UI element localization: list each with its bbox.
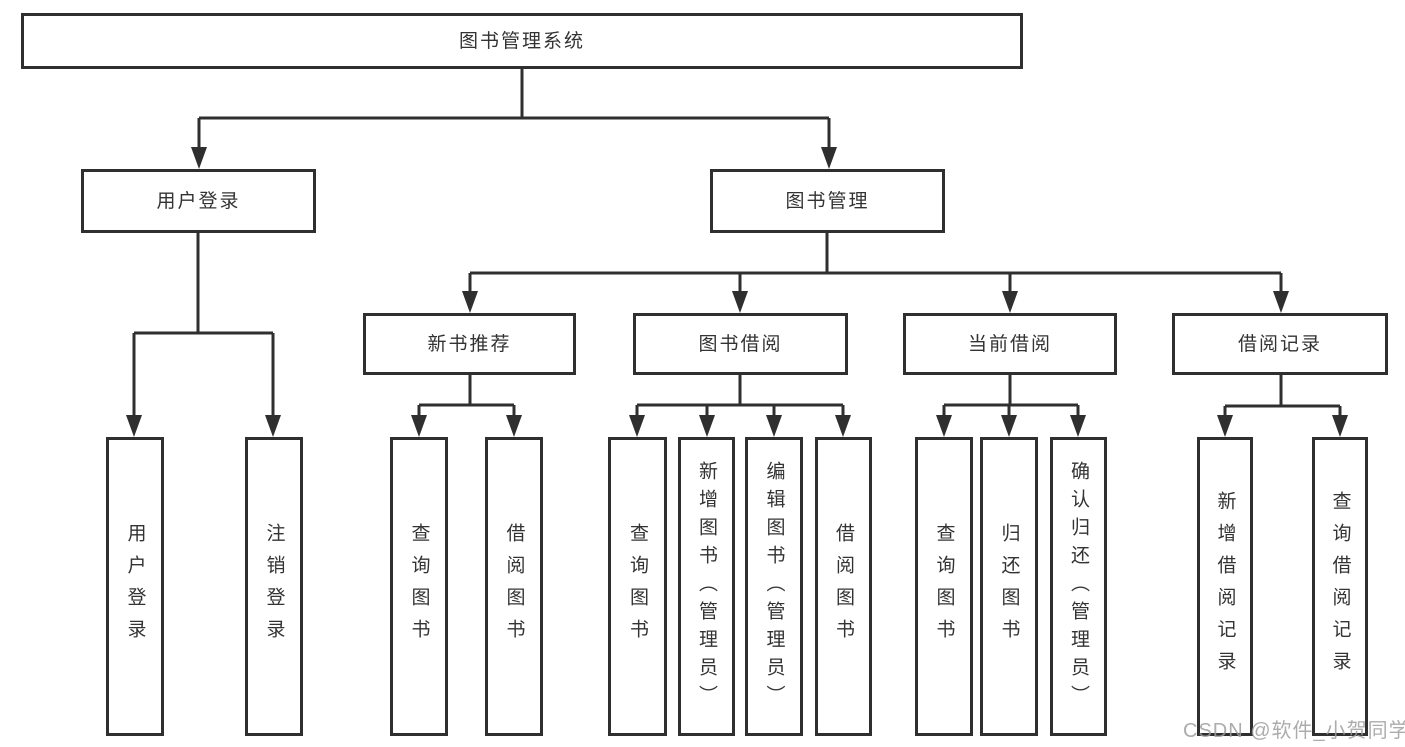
leaf-query-book-borrowing: 查询图书 — [608, 437, 667, 736]
node-borrowing-records-label: 借阅记录 — [1237, 333, 1322, 355]
node-user-login-label: 用户登录 — [156, 190, 241, 212]
node-borrowing-records: 借阅记录 — [1172, 313, 1388, 375]
leaf-logout: 注销登录 — [245, 437, 303, 736]
node-new-book-recommendation-label: 新书推荐 — [427, 333, 512, 355]
node-current-borrowing-label: 当前借阅 — [967, 333, 1052, 355]
connector-arrowheads — [126, 147, 1348, 437]
node-book-borrowing: 图书借阅 — [633, 313, 848, 375]
leaf-add-borrow-record-label: 新增借阅记录 — [1214, 490, 1236, 683]
leaf-query-borrow-record: 查询借阅记录 — [1312, 437, 1368, 736]
leaf-add-book-admin: 新增图书（管理员） — [678, 437, 735, 736]
leaf-add-borrow-record: 新增借阅记录 — [1197, 437, 1253, 736]
leaf-query-book-recommendation-label: 查询图书 — [408, 522, 430, 651]
leaf-borrow-book-borrowing: 借阅图书 — [815, 437, 872, 736]
leaf-borrow-book-borrowing-label: 借阅图书 — [833, 522, 854, 651]
leaf-borrow-book-recommendation: 借阅图书 — [485, 437, 543, 736]
node-user-login: 用户登录 — [81, 169, 316, 233]
connector-paths — [132, 69, 1342, 420]
leaf-edit-book-admin-label: 编辑图书（管理员） — [763, 460, 785, 713]
leaf-logout-label: 注销登录 — [263, 522, 285, 651]
node-book-management-label: 图书管理 — [785, 190, 870, 212]
leaf-confirm-return-admin-label: 确认归还（管理员） — [1068, 460, 1089, 713]
leaf-user-login-label: 用户登录 — [124, 522, 146, 651]
node-book-management: 图书管理 — [710, 169, 945, 233]
leaf-add-book-admin-label: 新增图书（管理员） — [696, 460, 717, 713]
leaf-query-borrow-record-label: 查询借阅记录 — [1329, 490, 1351, 683]
leaf-query-book-current: 查询图书 — [915, 437, 973, 736]
watermark: CSDN @软件_小贺同学 — [1183, 720, 1405, 742]
leaf-user-login: 用户登录 — [106, 437, 164, 736]
leaf-query-book-recommendation: 查询图书 — [390, 437, 448, 736]
node-root-label: 图书管理系统 — [458, 30, 585, 52]
leaf-query-book-borrowing-label: 查询图书 — [627, 522, 648, 651]
leaf-query-book-current-label: 查询图书 — [933, 522, 955, 651]
node-new-book-recommendation: 新书推荐 — [363, 313, 576, 375]
node-root: 图书管理系统 — [21, 13, 1023, 69]
leaf-edit-book-admin: 编辑图书（管理员） — [745, 437, 803, 736]
leaf-return-book: 归还图书 — [980, 437, 1038, 736]
node-book-borrowing-label: 图书借阅 — [698, 333, 783, 355]
leaf-confirm-return-admin: 确认归还（管理员） — [1050, 437, 1107, 736]
leaf-borrow-book-recommendation-label: 借阅图书 — [503, 522, 525, 651]
leaf-return-book-label: 归还图书 — [998, 522, 1020, 651]
node-current-borrowing: 当前借阅 — [903, 313, 1117, 375]
